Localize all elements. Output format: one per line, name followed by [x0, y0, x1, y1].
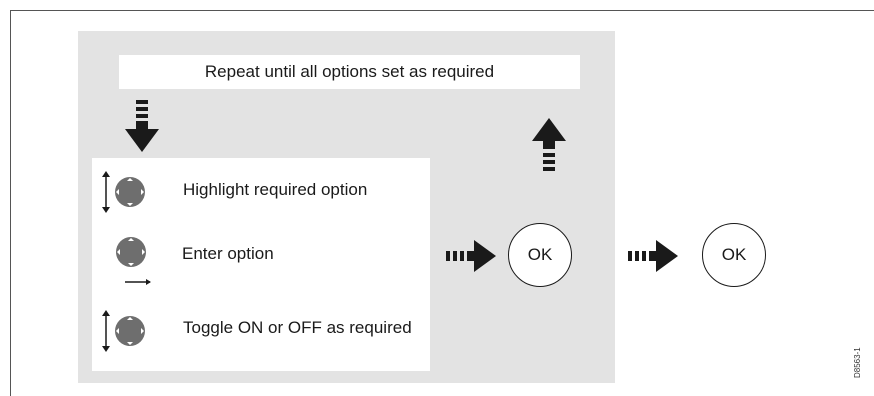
- frame-left-border: [10, 10, 11, 396]
- updown-dpad-icon: [102, 171, 145, 213]
- ok-button-label: OK: [721, 245, 747, 264]
- dashed-right-arrow-icon: [628, 240, 678, 272]
- repeat-banner-text: Repeat until all options set as required: [204, 62, 495, 81]
- dashed-up-arrow-icon: [532, 118, 566, 171]
- right-dpad-icon: [116, 237, 151, 285]
- document-reference: D8563-1: [853, 347, 862, 378]
- updown-dpad-icon: [102, 310, 145, 352]
- frame-top-border: [10, 10, 874, 11]
- dashed-right-arrow-icon: [446, 240, 496, 272]
- step-enter-label: Enter option: [182, 244, 274, 263]
- dashed-down-arrow-icon: [125, 100, 159, 152]
- steps-box: [92, 158, 430, 371]
- ok-button[interactable]: OK: [508, 223, 572, 287]
- repeat-banner: Repeat until all options set as required: [119, 55, 580, 89]
- step-toggle-label: Toggle ON or OFF as required: [183, 318, 412, 337]
- ok-button-label: OK: [527, 245, 553, 264]
- ok-button-final[interactable]: OK: [702, 223, 766, 287]
- step-highlight-label: Highlight required option: [183, 180, 368, 199]
